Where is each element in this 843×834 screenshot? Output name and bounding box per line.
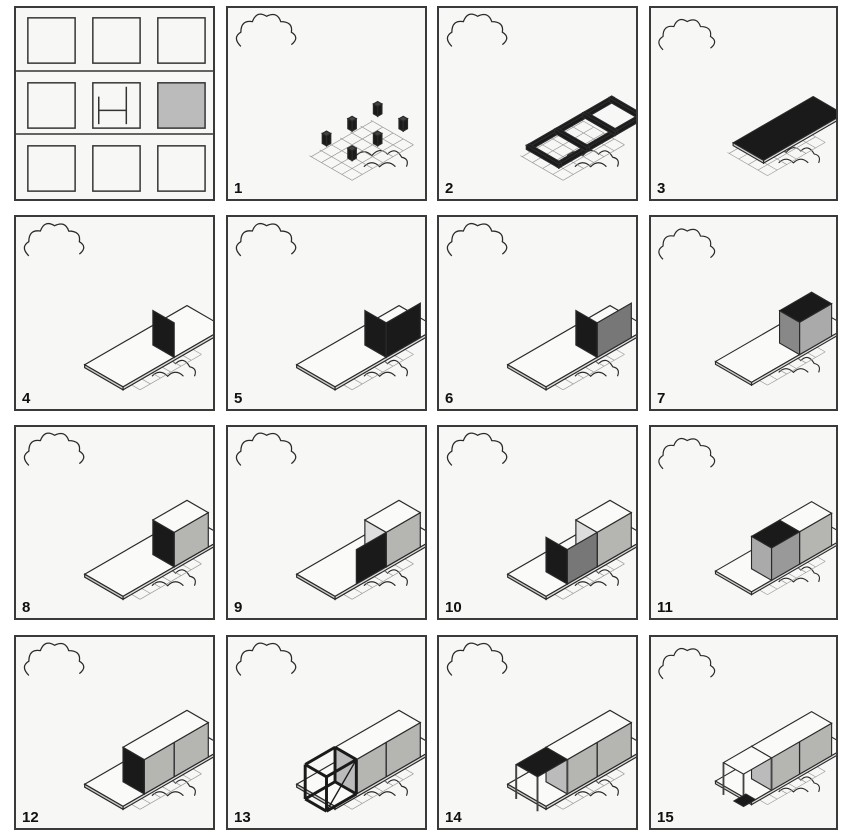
step-drawing [439, 637, 636, 828]
tree-outline [236, 14, 295, 46]
step-drawing [651, 8, 836, 199]
tree-outline [24, 643, 83, 675]
step-number: 9 [232, 599, 244, 616]
plan-grid-drawing [16, 8, 213, 199]
step-2-panel: 2 [437, 6, 638, 201]
step-3-panel: 3 [649, 6, 838, 201]
plan-grid-panel [14, 6, 215, 201]
step-12-panel: 12 [14, 635, 215, 830]
step-8-panel: 8 [14, 425, 215, 620]
step-13-panel: 13 [226, 635, 427, 830]
step-number: 4 [20, 390, 32, 407]
paving-grid [309, 120, 413, 180]
step-drawing [228, 217, 425, 409]
step-10-panel: 10 [437, 425, 638, 620]
step-number: 3 [655, 180, 667, 197]
step-11-panel: 11 [649, 425, 838, 620]
tree-outline [659, 439, 715, 469]
step-number: 7 [655, 390, 667, 407]
tree-outline [236, 433, 295, 465]
step-7-panel: 7 [649, 215, 838, 411]
step-number: 1 [232, 180, 244, 197]
step-drawing [439, 427, 636, 618]
step-6-panel: 6 [437, 215, 638, 411]
step-15-panel: 15 [649, 635, 838, 830]
step-drawing [651, 637, 836, 828]
step-number: 12 [20, 809, 41, 826]
step-number: 10 [443, 599, 464, 616]
step-number: 8 [20, 599, 32, 616]
step-drawing [228, 8, 425, 199]
step-number: 13 [232, 809, 253, 826]
tree-outline [236, 224, 295, 256]
step-5-panel: 5 [226, 215, 427, 411]
tree-outline [659, 649, 715, 679]
step-number: 6 [443, 390, 455, 407]
tree-outline [24, 433, 83, 465]
tree-outline [447, 433, 506, 465]
step-number: 11 [655, 599, 675, 616]
tree-outline [659, 20, 715, 50]
step-number: 5 [232, 390, 244, 407]
step-drawing [651, 217, 836, 409]
step-1-panel: 1 [226, 6, 427, 201]
tree-outline [447, 14, 506, 46]
step-drawing [439, 217, 636, 409]
step-drawing [16, 637, 213, 828]
step-drawing [16, 427, 213, 618]
step-drawing [16, 217, 213, 409]
tree-outline [659, 229, 715, 259]
step-9-panel: 9 [226, 425, 427, 620]
tree-outline [24, 224, 83, 256]
step-drawing [228, 637, 425, 828]
step-number: 2 [443, 180, 455, 197]
step-drawing [228, 427, 425, 618]
step-4-panel: 4 [14, 215, 215, 411]
step-drawing [651, 427, 836, 618]
tree-outline [236, 643, 295, 675]
tree-outline [447, 643, 506, 675]
step-number: 15 [655, 809, 676, 826]
step-drawing [439, 8, 636, 199]
step-number: 14 [443, 809, 464, 826]
tree-outline [447, 224, 506, 256]
step-14-panel: 14 [437, 635, 638, 830]
